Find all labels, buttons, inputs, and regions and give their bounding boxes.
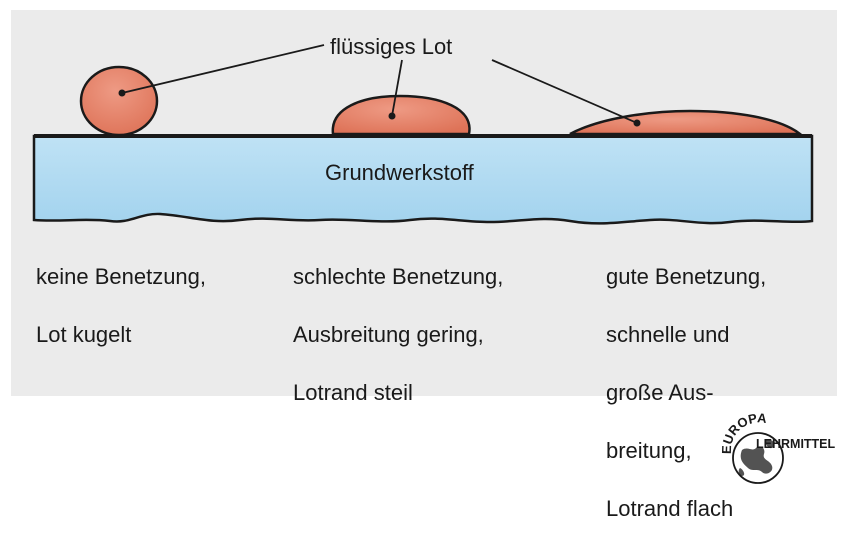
caption-line: Lotrand steil <box>293 380 413 405</box>
wetting-diagram <box>32 44 814 225</box>
caption-good-wetting: gute Benetzung, schnelle und große Aus- … <box>606 233 766 552</box>
europa-lehrmittel-logo: EUROPA LEHRMITTEL <box>719 410 836 484</box>
caption-line: große Aus- <box>606 380 714 405</box>
caption-line: breitung, <box>606 438 692 463</box>
caption-line: Lotrand flach <box>606 496 734 521</box>
caption-line: schnelle und <box>606 322 730 347</box>
logo-text-bottom: LEHRMITTEL <box>756 437 836 451</box>
pointer-line-steep <box>391 59 403 117</box>
base-material <box>32 134 814 225</box>
caption-line: Lot kugelt <box>36 322 132 347</box>
globe-continents <box>740 446 773 474</box>
pointer-line-flat <box>491 59 638 124</box>
caption-line: schlechte Benetzung, <box>293 264 504 289</box>
pointer-dot-ball <box>118 89 126 97</box>
globe-continents-2 <box>738 439 775 476</box>
caption-poor-wetting: schlechte Benetzung, Ausbreitung gering,… <box>293 233 503 436</box>
solder-label: flüssiges Lot <box>330 34 453 59</box>
solder-ball <box>79 65 159 137</box>
base-material-label: Grundwerkstoff <box>325 160 474 185</box>
pointer-dot-steep <box>388 112 396 120</box>
solder-flat-drop <box>569 109 804 136</box>
globe-icon <box>732 432 784 484</box>
caption-line: keine Benetzung, <box>36 264 207 289</box>
caption-line: gute Benetzung, <box>606 264 767 289</box>
caption-line: Ausbreitung gering, <box>293 322 484 347</box>
solder-steep-drop <box>331 94 471 136</box>
caption-no-wetting: keine Benetzung, Lot kugelt <box>36 233 206 378</box>
pointer-line-ball <box>121 44 325 94</box>
pointer-dot-flat <box>633 119 641 127</box>
